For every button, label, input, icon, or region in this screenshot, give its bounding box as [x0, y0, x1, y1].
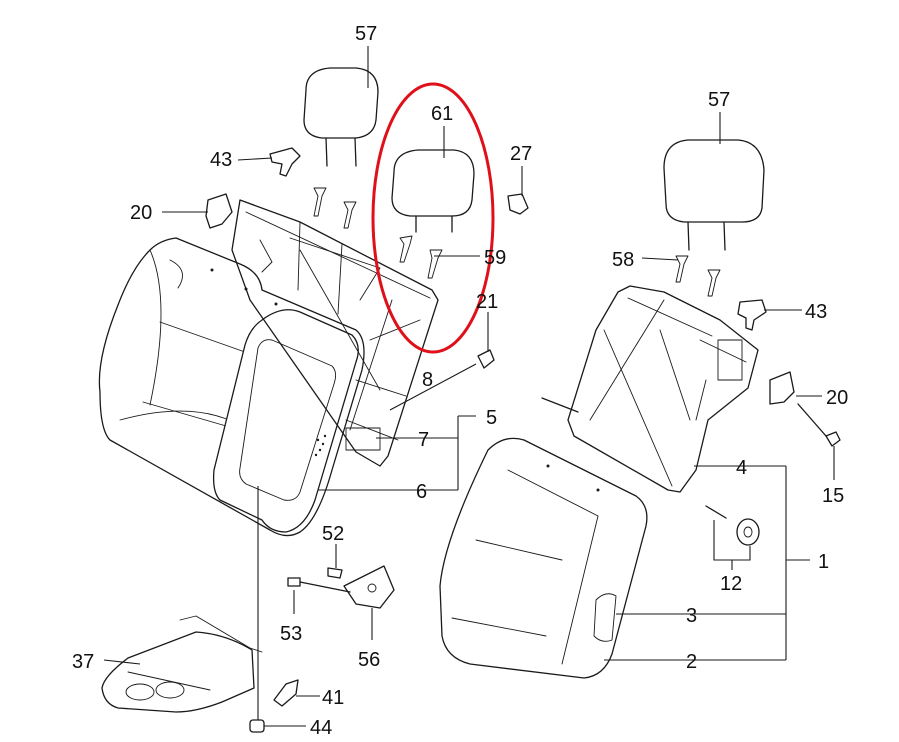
- label-43-left: 43: [210, 149, 232, 171]
- label-53: 53: [280, 623, 302, 645]
- hinge-20-right-icon: [769, 371, 795, 405]
- right-seatback-cushion: [439, 437, 648, 679]
- label-2: 2: [686, 651, 697, 673]
- label-59: 59: [484, 247, 506, 269]
- cap-41-icon: [273, 679, 299, 707]
- label-20-right: 20: [826, 387, 848, 409]
- label-58: 58: [612, 249, 634, 271]
- side-bolster-panel: [212, 309, 359, 533]
- highlight-circle: [371, 82, 495, 354]
- label-21: 21: [476, 291, 498, 313]
- label-56: 56: [358, 649, 380, 671]
- label-57-right: 57: [708, 89, 730, 111]
- bolt-21-icon: [477, 349, 495, 369]
- label-44: 44: [310, 717, 332, 739]
- bracket-43-left-icon: [269, 147, 301, 177]
- nut-44-icon: [249, 719, 265, 733]
- clip-27-icon: [507, 193, 529, 215]
- label-61: 61: [431, 103, 453, 125]
- label-20-left: 20: [130, 202, 152, 224]
- latch-56: [343, 565, 395, 609]
- label-8: 8: [422, 369, 433, 391]
- left-seatback-frame: [231, 199, 439, 467]
- bracket-43-right-icon: [737, 299, 767, 331]
- label-7: 7: [418, 429, 429, 451]
- label-1: 1: [818, 551, 829, 573]
- label-5: 5: [486, 407, 497, 429]
- label-6: 6: [416, 481, 427, 503]
- label-27: 27: [510, 143, 532, 165]
- label-41: 41: [322, 687, 344, 709]
- bolt-52-icon: [327, 567, 343, 579]
- label-57-left: 57: [355, 23, 377, 45]
- label-43-right: 43: [805, 301, 827, 323]
- bolt-15-icon: [825, 431, 841, 447]
- armrest-37: [101, 615, 263, 713]
- right-headrest: [663, 139, 765, 251]
- highlighted-headrest: [391, 149, 475, 233]
- pin-grommet-12: [705, 505, 760, 546]
- bolt-53-icon: [287, 577, 301, 587]
- label-4: 4: [736, 457, 747, 479]
- headrest-guide-58: [675, 255, 721, 297]
- label-15: 15: [822, 485, 844, 507]
- left-headrest: [303, 67, 379, 167]
- label-12: 12: [720, 573, 742, 595]
- part-labels: 57 61 43 27 20 59 21 57 58 43 20 15 8 5 …: [72, 23, 848, 739]
- right-seatback-frame: [541, 285, 759, 493]
- headrest-guide-left: [313, 187, 357, 229]
- label-3: 3: [686, 605, 697, 627]
- label-52: 52: [322, 523, 344, 545]
- label-37: 37: [72, 651, 94, 673]
- hinge-20-left-icon: [205, 193, 233, 229]
- headrest-guide-59: [399, 235, 443, 279]
- leader-lines: [103, 46, 835, 727]
